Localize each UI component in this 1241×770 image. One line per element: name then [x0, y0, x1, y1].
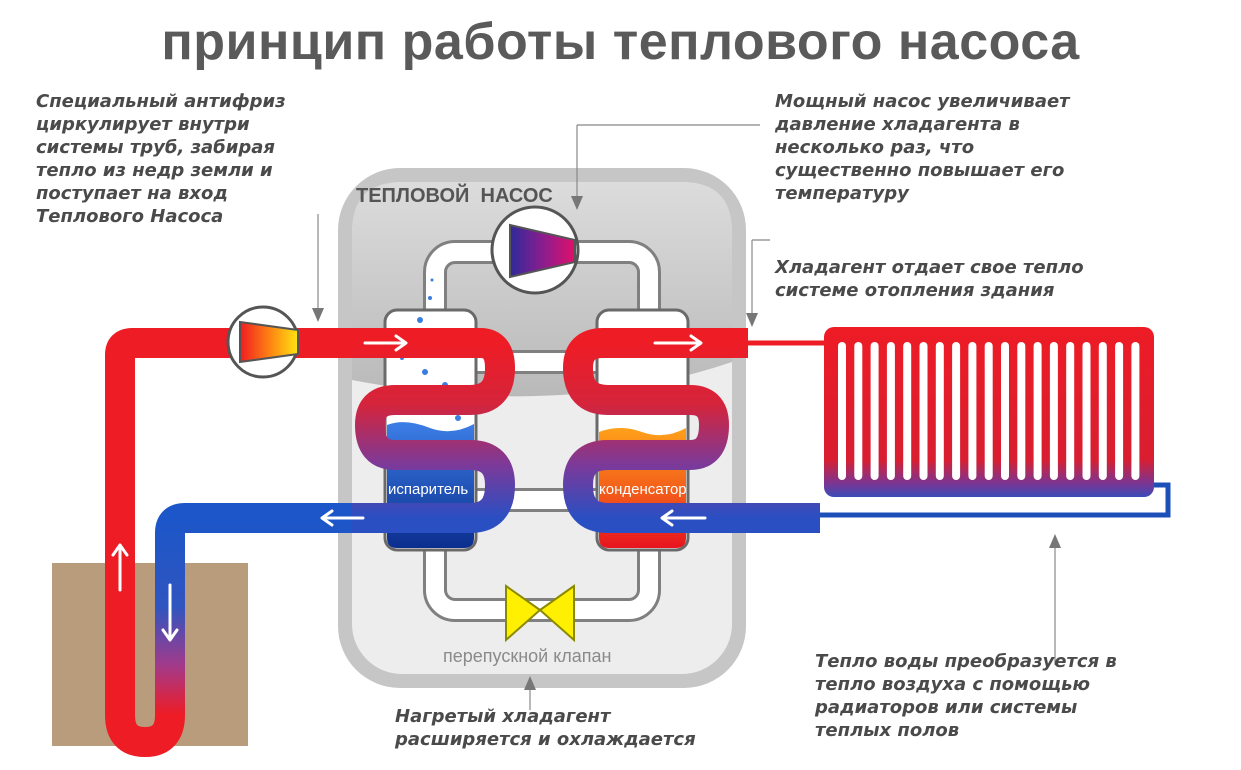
radiator-fins: [838, 342, 1140, 480]
condenser-label: конденсатор: [599, 481, 687, 498]
note-line: Мощный насос увеличивает: [775, 91, 1070, 112]
note-valve: Нагретый хладагент расширяется и охлажда…: [395, 705, 696, 751]
radiator-fin: [1017, 342, 1026, 480]
arrow-right-icon: [653, 334, 703, 352]
note-line: тепло воздуха с помощью: [815, 674, 1091, 695]
page-title: принцип работы теплового насоса: [161, 13, 1080, 71]
radiator-fin: [1066, 342, 1075, 480]
note-line: системы труб, забирая: [36, 137, 275, 158]
note-radiator: Тепло воды преобразуется в тепло воздуха…: [815, 650, 1117, 742]
radiator-fin: [935, 342, 944, 480]
radiator-fin: [854, 342, 863, 480]
radiator-fin: [870, 342, 879, 480]
note-line: Хладагент отдает свое тепло: [775, 257, 1084, 278]
note-line: радиаторов или системы: [815, 697, 1078, 718]
note-line: системе отопления здания: [775, 280, 1055, 301]
note-line: существенно повышает его: [775, 160, 1065, 181]
radiator-fin: [1001, 342, 1009, 480]
radiator-fin: [903, 342, 912, 480]
ground-u-bend: [105, 714, 185, 758]
ground-block: [52, 563, 248, 746]
note-line: давление хладагента в: [775, 114, 1020, 135]
radiator-fin: [1082, 342, 1091, 480]
radiator-fin: [1098, 342, 1107, 480]
note-line: Специальный антифриз: [36, 91, 286, 112]
circulation-pump-icon: [239, 320, 299, 364]
radiator-fin: [838, 342, 846, 480]
arrow-left-icon: [320, 509, 365, 527]
leader-arrowheads: [312, 196, 1061, 690]
note-line: расширяется и охлаждается: [395, 729, 696, 750]
radiator-fin: [1131, 342, 1140, 480]
note-line: Теплового Насоса: [36, 206, 224, 227]
note-line: тепло из недр земли и: [36, 160, 273, 181]
ground-return-pipe: [155, 503, 352, 715]
radiator-fin: [919, 342, 928, 480]
radiator-fin: [1049, 342, 1058, 480]
unit-label: ТЕПЛОВОЙ НАСОС: [356, 183, 553, 207]
evaporator-label: испаритель: [388, 481, 468, 498]
condenser-coil: [562, 328, 820, 533]
note-line: поступает на вход: [36, 183, 228, 204]
expansion-valve-icon: [505, 584, 575, 643]
leader-lines: [317, 124, 1056, 710]
note-compressor: Мощный насос увеличивает давление хладаг…: [775, 90, 1070, 205]
compressor-icon: [509, 223, 576, 279]
note-line: температуру: [775, 183, 909, 204]
radiator-fin: [952, 342, 961, 480]
flow-arrows: [111, 334, 707, 642]
evaporator-coil: [352, 328, 516, 533]
note-condenser: Хладагент отдает свое тепло системе отоп…: [775, 256, 1084, 302]
radiator-fin: [1033, 342, 1042, 480]
arrow-right-icon: [363, 334, 408, 352]
note-antifreeze: Специальный антифриз циркулирует внутри …: [36, 90, 286, 228]
radiator-fin: [968, 342, 977, 480]
note-line: теплых полов: [815, 720, 960, 741]
note-line: циркулирует внутри: [36, 114, 250, 135]
note-line: Тепло воды преобразуется в: [815, 651, 1117, 672]
note-line: Нагретый хладагент: [395, 706, 611, 727]
arrow-left-icon: [660, 509, 707, 527]
note-line: несколько раз, что: [775, 137, 975, 158]
valve-label: перепускной клапан: [443, 646, 612, 666]
ground-supply-pipe: [105, 328, 352, 715]
radiator-return-pipe: [820, 482, 1171, 518]
radiator-fin: [984, 342, 993, 480]
radiator-fin: [886, 342, 895, 480]
arrow-up-icon: [111, 543, 129, 592]
radiator-fin: [1115, 342, 1124, 480]
arrow-down-icon: [161, 583, 179, 642]
